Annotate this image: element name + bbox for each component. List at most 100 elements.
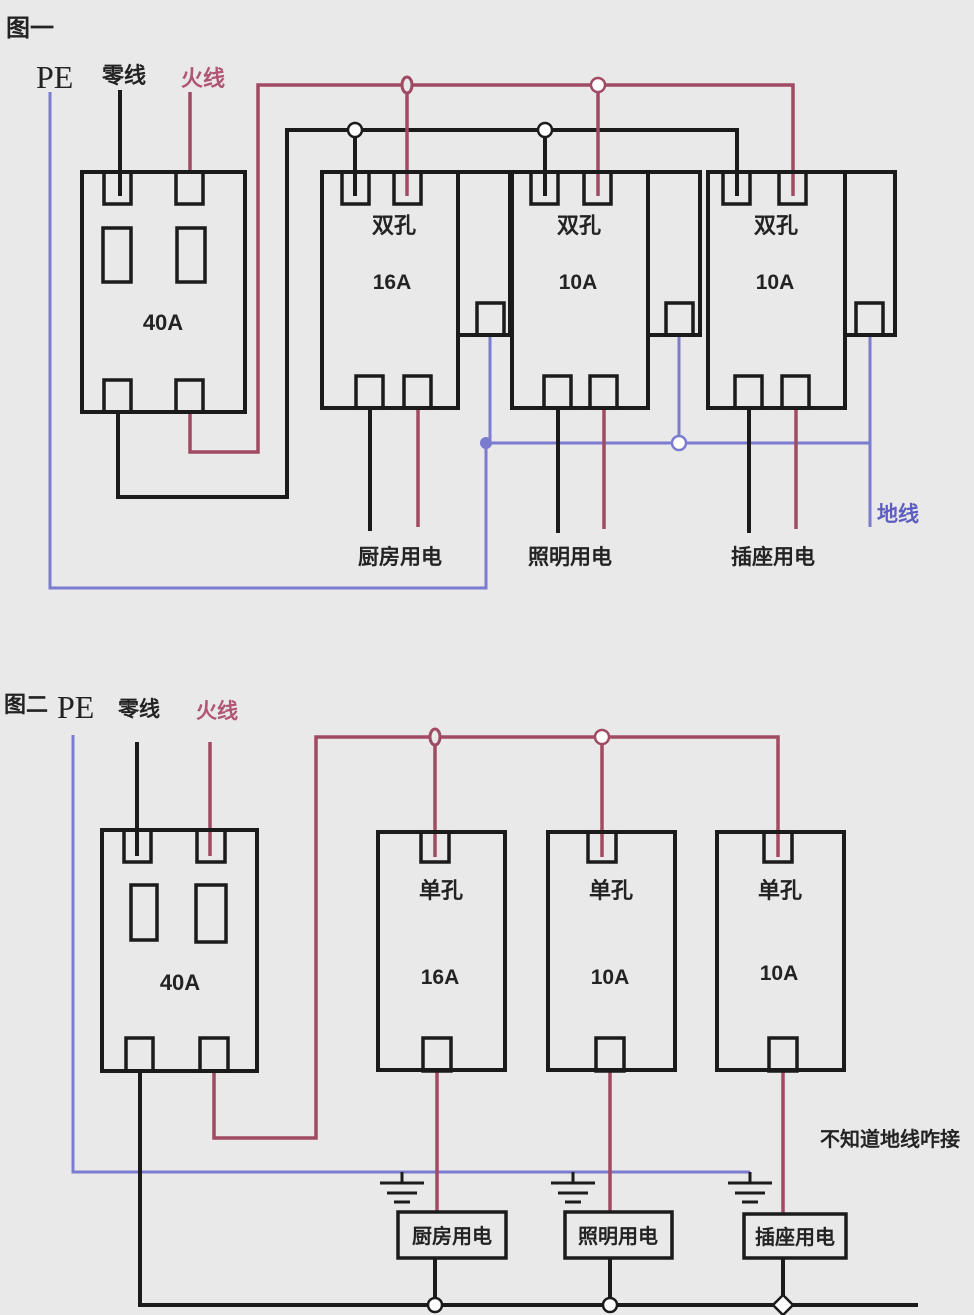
figure1-junctions <box>346 75 688 452</box>
load-label-sockets: 插座用电 <box>755 1225 835 1249</box>
load-label-lighting: 照明用电 <box>578 1225 658 1248</box>
breaker-body <box>546 830 677 1072</box>
live-junction-2 <box>593 728 611 746</box>
figure2-junctions <box>426 727 795 1315</box>
terminal <box>122 828 153 864</box>
terminal <box>733 374 764 410</box>
terminal <box>402 374 433 410</box>
earth-symbol <box>380 1172 424 1204</box>
neutral-bus <box>116 128 739 499</box>
breaker-rating: 10A <box>559 271 598 294</box>
terminal <box>392 170 423 206</box>
terminal <box>174 170 205 206</box>
breaker-toggle <box>101 226 133 284</box>
load-label-sockets: 插座用电 <box>731 545 815 569</box>
neutral-label: 零线 <box>117 697 160 721</box>
live-bus <box>188 83 795 454</box>
terminal <box>588 374 619 410</box>
figure1-live-wires <box>188 83 798 529</box>
main-breaker-rating: 40A <box>143 310 183 335</box>
figure2: 40A 单孔 16A 单孔 10A 单孔 10A <box>4 689 960 1315</box>
terminal <box>721 170 752 206</box>
breaker-extension <box>843 170 897 337</box>
breaker-extension <box>456 170 512 337</box>
neutral-bus <box>138 1071 918 1307</box>
figure1: 40A 双孔 16A 双孔 10A <box>6 15 919 590</box>
terminal <box>354 374 385 410</box>
breaker-toggle <box>129 883 159 942</box>
neutral-junction-1 <box>426 1296 444 1314</box>
live-label: 火线 <box>196 699 238 723</box>
figure2-breaker-1: 单孔 16A <box>376 830 507 1073</box>
figure1-neutral-wires <box>116 90 751 533</box>
breaker-body <box>80 170 247 414</box>
terminal <box>421 1036 453 1073</box>
neutral-label: 零线 <box>101 63 146 88</box>
ground-question-note: 不知道地线咋接 <box>820 1127 960 1151</box>
pe-wire <box>71 735 750 1174</box>
terminal <box>586 830 618 864</box>
figure1-breaker-2: 双孔 10A <box>510 170 702 410</box>
figure-title: 图二 <box>4 692 48 717</box>
pe-label: PE <box>57 689 94 725</box>
figure1-main-breaker: 40A <box>80 170 247 414</box>
load-box-sockets <box>742 1212 848 1260</box>
terminal <box>174 378 205 414</box>
load-box-lighting <box>563 1210 674 1260</box>
breaker-body <box>376 830 507 1072</box>
terminal <box>340 170 371 206</box>
terminal <box>529 170 560 206</box>
breaker-rating: 10A <box>756 271 795 294</box>
live-junction-1 <box>428 727 442 747</box>
main-breaker-rating: 40A <box>160 970 200 995</box>
ground-junction-1 <box>480 437 492 449</box>
figure2-neutral-wires <box>135 742 918 1307</box>
figure1-breaker-3: 双孔 10A <box>706 170 897 410</box>
breaker-type: 双孔 <box>372 213 416 238</box>
ground-junction-2 <box>670 434 688 452</box>
figure1-labels: 图一 PE 零线 火线 地线 厨房用电 照明用电 插座用电 <box>6 15 919 569</box>
live-junction-1 <box>400 75 414 95</box>
breaker-toggle <box>194 883 228 944</box>
pe-wire <box>48 92 488 590</box>
live-junction-2 <box>589 76 607 94</box>
earth-symbol <box>728 1172 772 1204</box>
terminal <box>542 374 573 410</box>
breaker-toggle <box>175 226 207 284</box>
terminal <box>195 828 227 864</box>
terminal <box>777 170 808 206</box>
breaker-type: 单孔 <box>589 878 633 903</box>
figure2-load-boxes: 厨房用电 照明用电 插座用电 <box>396 1210 848 1260</box>
figure2-main-breaker: 40A <box>100 828 259 1073</box>
breaker-rating: 10A <box>760 962 799 985</box>
neutral-junction-3 <box>771 1293 795 1315</box>
live-bus <box>212 735 780 1140</box>
earth-symbol <box>551 1172 595 1204</box>
figure2-ground-wires <box>71 735 750 1174</box>
figure-title: 图一 <box>6 15 54 42</box>
ground-label: 地线 <box>877 502 919 526</box>
figure2-earth-symbols <box>380 1172 772 1204</box>
load-label-lighting: 照明用电 <box>528 546 612 569</box>
terminal <box>419 830 451 864</box>
breaker-rating: 16A <box>373 271 412 294</box>
pe-label: PE <box>36 59 73 95</box>
terminal <box>102 378 133 414</box>
breaker-body <box>100 828 259 1073</box>
terminal <box>780 374 811 410</box>
breaker-type: 单孔 <box>758 878 802 903</box>
load-label-kitchen: 厨房用电 <box>358 545 442 569</box>
ground-terminal <box>854 301 885 337</box>
live-label: 火线 <box>181 66 225 91</box>
ground-terminal <box>475 301 506 337</box>
load-box-kitchen <box>396 1210 508 1260</box>
figure2-labels: 图二 PE 零线 火线 不知道地线咋接 <box>4 689 960 1151</box>
neutral-junction-2 <box>536 121 554 139</box>
neutral-junction-2 <box>601 1296 619 1314</box>
terminal <box>594 1036 626 1073</box>
breaker-type: 单孔 <box>419 878 463 903</box>
figure2-breaker-2: 单孔 10A <box>546 830 677 1073</box>
breaker-type: 双孔 <box>557 213 601 238</box>
